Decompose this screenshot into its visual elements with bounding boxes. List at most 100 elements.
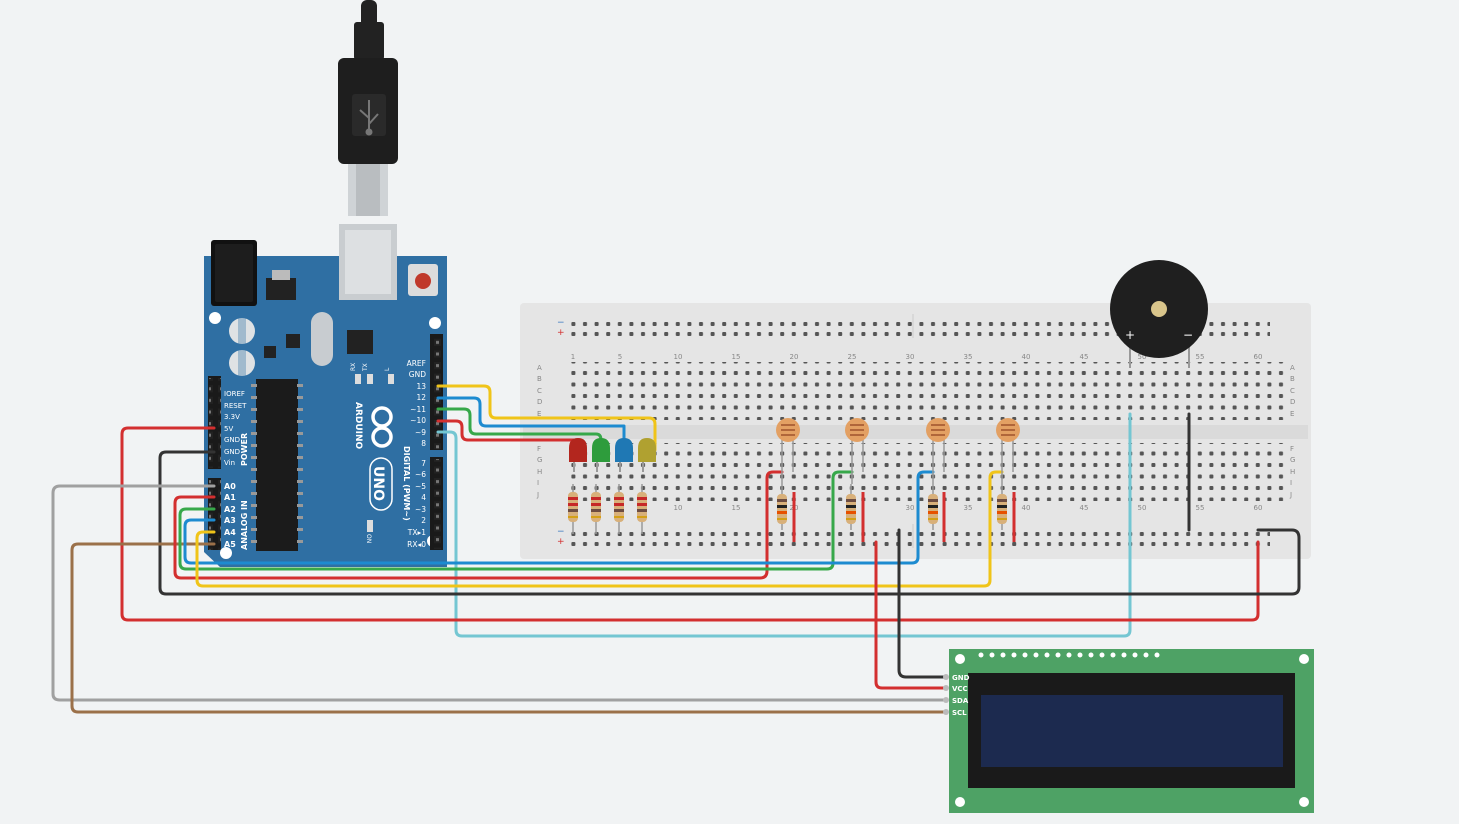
lcd-pin-gnd[interactable] xyxy=(943,674,949,680)
led-blue[interactable] xyxy=(615,438,633,472)
row-label: B xyxy=(537,375,542,383)
photoresistor-3[interactable] xyxy=(926,418,950,484)
lcd-pin-sda[interactable] xyxy=(943,697,949,703)
pin-label-12: 12 xyxy=(416,393,426,402)
column-label: 5 xyxy=(618,353,622,361)
crystal-oscillator xyxy=(311,312,333,366)
pin-label-gnd-digital: GND xyxy=(409,370,426,379)
lcd-16x2-i2c[interactable]: GND VCC SDA SCL xyxy=(943,649,1314,813)
wire-a1-ldr1[interactable] xyxy=(173,470,784,580)
wire-pin9-buzzer[interactable] xyxy=(436,412,1132,638)
wire-lcd-gnd[interactable] xyxy=(897,528,946,679)
wire-lcd-vcc[interactable] xyxy=(874,540,946,690)
led-green[interactable] xyxy=(592,438,610,472)
resistor-ldr-4[interactable] xyxy=(997,484,1016,542)
photoresistor-2[interactable] xyxy=(845,418,869,484)
column-label: 10 xyxy=(674,353,683,361)
arduino-uno-board[interactable]: IOREF RESET 3.3V 5V GND GND Vin A0 A1 A2… xyxy=(204,224,447,567)
buzzer-plus-label: + xyxy=(1125,328,1135,342)
pin-label-7: 7 xyxy=(421,459,426,468)
wire-pin10-led-red[interactable] xyxy=(436,419,576,452)
power-section-label: POWER xyxy=(240,433,249,466)
piezo-buzzer[interactable]: + − xyxy=(1110,260,1208,368)
pin-label-aref: AREF xyxy=(407,359,426,368)
wire-pin11-led-green[interactable] xyxy=(436,407,603,452)
resistor-led-2[interactable] xyxy=(591,484,601,534)
pin-label-a3: A3 xyxy=(224,516,236,525)
row-label: I xyxy=(537,479,539,487)
pin-label-11: ~11 xyxy=(410,405,426,414)
mounting-hole xyxy=(955,797,965,807)
pin-label-5: ~5 xyxy=(415,482,426,491)
mounting-hole xyxy=(1299,797,1309,807)
wire-a4-ldr4[interactable] xyxy=(195,470,1004,588)
lcd-header-pins xyxy=(978,652,1160,658)
row-label: H xyxy=(537,468,542,476)
row-label: H xyxy=(1290,468,1295,476)
lcd-label-vcc: VCC xyxy=(952,685,968,693)
buzzer-center xyxy=(1151,301,1167,317)
lcd-pin-scl[interactable] xyxy=(943,709,949,715)
photoresistor-4[interactable] xyxy=(996,418,1020,484)
resistor-led-4[interactable] xyxy=(637,484,647,534)
wire-pin13-led-yellow[interactable] xyxy=(436,384,657,452)
breadboard[interactable]: − + − + A B C D E F G H I J A B C D E F … xyxy=(520,303,1311,559)
wire-a2-ldr2[interactable] xyxy=(178,470,854,571)
column-label: 60 xyxy=(1254,504,1263,512)
row-label: A xyxy=(1290,364,1295,372)
arduino-logo-icon xyxy=(371,406,393,448)
wire-a0-lcd-sda[interactable] xyxy=(51,484,946,702)
terminal-strip-top[interactable] xyxy=(566,362,1287,420)
column-label: 15 xyxy=(732,504,741,512)
pin-label-6: ~6 xyxy=(415,470,426,479)
rail-minus-label: − xyxy=(557,527,565,537)
column-label: 60 xyxy=(1254,353,1263,361)
resistor-ldr-2[interactable] xyxy=(846,484,865,542)
column-label: 55 xyxy=(1196,353,1205,361)
led-yellow[interactable] xyxy=(638,438,656,472)
resistor-led-3[interactable] xyxy=(614,484,624,534)
wire-a5-lcd-scl[interactable] xyxy=(70,542,946,714)
column-label: 45 xyxy=(1080,504,1089,512)
led-red[interactable] xyxy=(569,438,587,472)
row-label: E xyxy=(537,410,541,418)
digital-section-label: DIGITAL (PWM~) xyxy=(402,446,411,521)
on-led xyxy=(367,520,373,532)
lcd-screen xyxy=(981,695,1283,767)
resistor-ldr-1[interactable] xyxy=(777,484,796,542)
pin-label-1: TX▸1 xyxy=(407,528,426,537)
wire-pin12-led-blue[interactable] xyxy=(436,396,626,452)
top-power-rail[interactable] xyxy=(568,316,1270,336)
wire-gnd-rail[interactable] xyxy=(158,450,1301,596)
lcd-label-scl: SCL xyxy=(952,709,967,717)
pin-label-3: ~3 xyxy=(415,505,426,514)
column-label: 30 xyxy=(906,353,915,361)
resistor-led-1[interactable] xyxy=(568,484,578,534)
column-label: 50 xyxy=(1138,353,1147,361)
pin-label-vin: Vin xyxy=(224,459,235,467)
mounting-hole xyxy=(220,547,232,559)
row-label: G xyxy=(1290,456,1295,464)
row-label: B xyxy=(1290,375,1295,383)
tx-led xyxy=(367,374,373,384)
rx-led xyxy=(355,374,361,384)
column-label: 45 xyxy=(1080,353,1089,361)
photoresistor-1[interactable] xyxy=(776,418,800,484)
column-label: 35 xyxy=(964,504,973,512)
lcd-label-gnd: GND xyxy=(952,674,970,682)
pin-label-a0: A0 xyxy=(224,482,236,491)
l-label: L xyxy=(384,367,391,371)
buzzer-minus-label: − xyxy=(1183,328,1193,342)
pin-label-10: ~10 xyxy=(410,416,426,425)
resistor-ldr-3[interactable] xyxy=(928,484,946,542)
column-label: 40 xyxy=(1022,353,1031,361)
pin-label-2: 2 xyxy=(421,516,426,525)
usb-cable[interactable] xyxy=(338,0,398,216)
row-label: D xyxy=(1290,398,1295,406)
column-label: 20 xyxy=(790,353,799,361)
wire-a3-ldr3[interactable] xyxy=(183,470,935,565)
usb-strain-relief xyxy=(354,22,384,60)
pin-label-8: 8 xyxy=(421,439,426,448)
wire-5v-rail[interactable] xyxy=(120,426,1260,622)
lcd-pin-vcc[interactable] xyxy=(943,685,949,691)
